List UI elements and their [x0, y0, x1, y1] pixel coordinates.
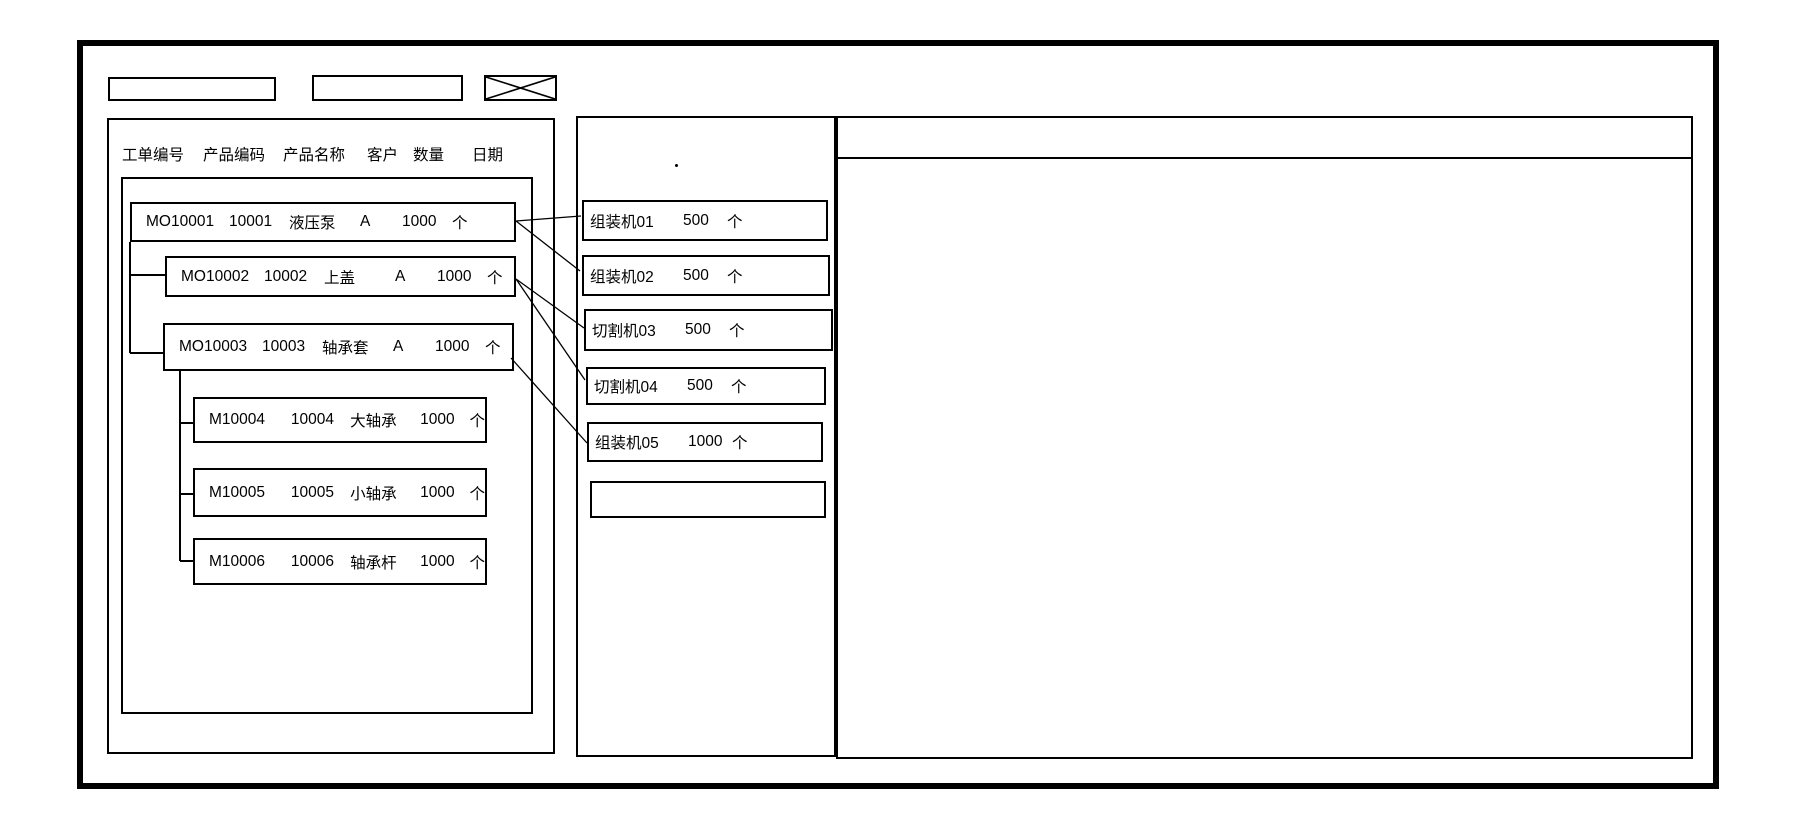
product-code: 10005: [290, 483, 334, 501]
quantity: 1000: [402, 213, 437, 230]
wo-number: MO10002: [181, 267, 250, 285]
machine-qty: 1000: [688, 433, 723, 450]
detail-panel: [836, 116, 1693, 759]
machine-name: 切割机04: [594, 379, 658, 396]
machine-item-03[interactable]: 切割机03 500 个: [584, 309, 833, 351]
machine-item-04[interactable]: 切割机04 500 个: [586, 367, 826, 405]
column-label-code: 产品编码: [203, 147, 266, 164]
quantity: 1000: [437, 267, 472, 285]
column-label-qty: 数量: [413, 147, 445, 164]
machine-qty: 500: [683, 266, 709, 284]
product-code: 10003: [262, 338, 306, 355]
customer: A: [360, 213, 371, 230]
wo-number: M10006: [209, 552, 266, 570]
product-name: 液压泵: [289, 215, 336, 232]
detail-panel-header-divider: [836, 157, 1693, 159]
product-name: 轴承套: [322, 340, 369, 357]
customer: A: [393, 338, 404, 355]
toolbar-input-1[interactable]: [108, 77, 276, 101]
unit: 个: [729, 323, 745, 340]
wo-number: MO10003: [179, 338, 248, 355]
product-name: 轴承杆: [350, 554, 397, 572]
product-name: 小轴承: [350, 485, 397, 503]
unit: 个: [727, 268, 743, 286]
unit: 个: [469, 554, 485, 572]
product-code: 10001: [229, 213, 273, 230]
column-label-date: 日期: [472, 147, 504, 164]
unit: 个: [469, 485, 485, 503]
wo-number: M10005: [209, 483, 266, 501]
work-order-node-M10004[interactable]: M10004 10004 大轴承 1000 个: [193, 397, 487, 443]
work-order-node-MO10001[interactable]: MO10001 10001 液压泵 A 1000 个: [130, 202, 516, 242]
product-name: 上盖: [324, 269, 356, 287]
product-code: 10006: [290, 552, 334, 570]
quantity: 1000: [420, 483, 455, 501]
unit: 个: [487, 269, 503, 287]
machine-item-01[interactable]: 组装机01 500 个: [582, 200, 828, 241]
machine-name: 组装机01: [590, 213, 654, 231]
wo-number: MO10001: [146, 213, 215, 230]
quantity: 1000: [420, 411, 455, 428]
machine-item-05[interactable]: 组装机05 1000 个: [587, 422, 823, 462]
machine-qty: 500: [685, 321, 711, 338]
machine-item-02[interactable]: 组装机02 500 个: [582, 255, 830, 296]
machine-name: 组装机05: [595, 435, 659, 452]
unit: 个: [452, 215, 468, 232]
toolbar-input-2[interactable]: [312, 75, 463, 101]
product-code: 10004: [290, 411, 334, 428]
unit: 个: [485, 340, 501, 357]
customer: A: [395, 267, 406, 285]
work-orders-column-header: 工单编号 产品编码 产品名称 客户 数量 日期: [122, 145, 504, 164]
product-code: 10002: [264, 267, 308, 285]
column-label-customer: 客户: [367, 147, 399, 164]
column-label-name: 产品名称: [283, 147, 346, 164]
product-name: 大轴承: [350, 413, 397, 430]
machine-name: 切割机03: [592, 323, 656, 340]
stray-dot: [675, 164, 678, 167]
machine-item-empty[interactable]: [590, 481, 826, 518]
unit: 个: [727, 213, 743, 231]
quantity: 1000: [420, 552, 455, 570]
unit: 个: [731, 379, 747, 396]
work-order-node-MO10002[interactable]: MO10002 10002 上盖 A 1000 个: [165, 256, 516, 297]
unit: 个: [732, 435, 748, 452]
machine-qty: 500: [683, 211, 709, 229]
machine-name: 组装机02: [590, 268, 654, 286]
unit: 个: [469, 413, 485, 430]
column-label-wo: 工单编号: [122, 147, 185, 164]
wo-number: M10004: [209, 411, 266, 428]
quantity: 1000: [435, 338, 470, 355]
image-placeholder-icon: [484, 75, 557, 101]
work-order-node-M10006[interactable]: M10006 10006 轴承杆 1000 个: [193, 538, 487, 585]
work-order-node-M10005[interactable]: M10005 10005 小轴承 1000 个: [193, 468, 487, 517]
machine-qty: 500: [687, 377, 713, 394]
work-order-node-MO10003[interactable]: MO10003 10003 轴承套 A 1000 个: [163, 323, 514, 371]
